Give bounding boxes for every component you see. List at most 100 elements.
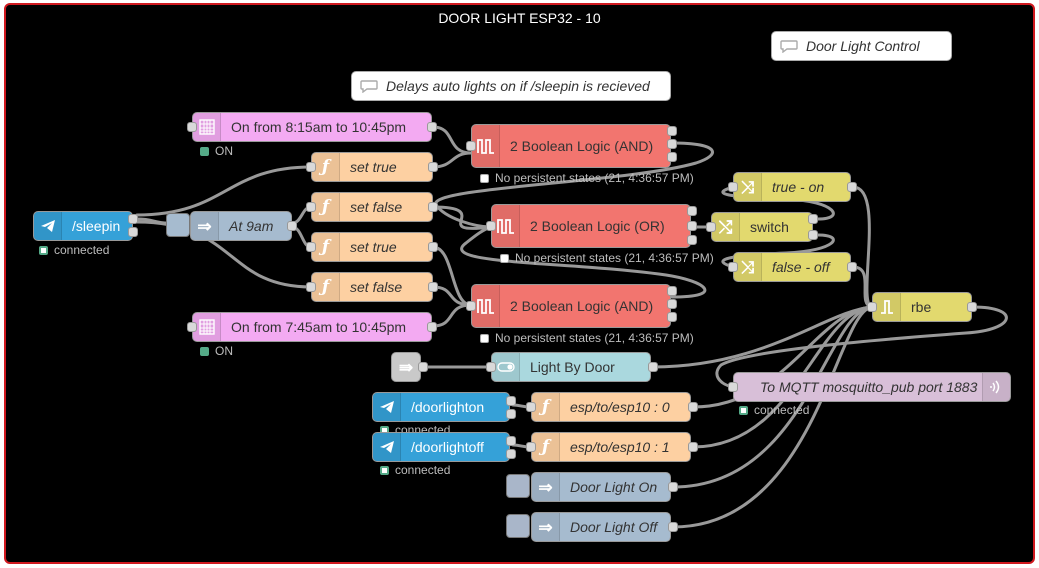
output-port[interactable] — [428, 242, 438, 252]
output-port[interactable] — [847, 262, 857, 272]
inject-node-trigger[interactable]: ⇛ — [391, 352, 421, 382]
wire — [431, 151, 473, 169]
output-port[interactable] — [128, 227, 138, 237]
boolean-logic-or-node[interactable]: 2 Boolean Logic (OR) — [491, 204, 691, 248]
output-port[interactable] — [428, 162, 438, 172]
output-port[interactable] — [687, 221, 697, 231]
output-port[interactable] — [287, 221, 297, 231]
mqtt-out-node[interactable]: To MQTT mosquitto_pub port 1883 — [733, 372, 1011, 402]
output-port[interactable] — [667, 152, 677, 162]
telegram-node-doorlightoff[interactable]: /doorlightoff — [372, 432, 510, 462]
toggle-node-light-by-door[interactable]: Light By Door — [491, 352, 651, 382]
output-port[interactable] — [808, 214, 818, 224]
input-port[interactable] — [728, 382, 738, 392]
function-icon: ƒ — [312, 233, 340, 261]
wire — [851, 185, 874, 309]
output-port[interactable] — [967, 302, 977, 312]
output-port[interactable] — [667, 286, 677, 296]
telegram-node-sleepin[interactable]: /sleepin — [33, 211, 133, 241]
input-port[interactable] — [306, 282, 316, 292]
inject-button[interactable] — [166, 213, 190, 237]
inject-button[interactable] — [506, 474, 530, 498]
output-port[interactable] — [687, 206, 697, 216]
function-node-set-false-2[interactable]: ƒ set false — [311, 272, 433, 302]
output-port[interactable] — [427, 122, 437, 132]
input-port[interactable] — [728, 182, 738, 192]
comment-door-light-control[interactable]: Door Light Control — [771, 31, 952, 61]
inject-button[interactable] — [506, 514, 530, 538]
function-node-esp-1[interactable]: ƒ esp/to/esp10 : 1 — [531, 432, 691, 462]
output-port[interactable] — [667, 299, 677, 309]
input-port[interactable] — [187, 322, 197, 332]
inject-node-door-light-on[interactable]: ⇒ Door Light On — [531, 472, 671, 502]
node-label: /sleepin — [72, 218, 121, 234]
input-port[interactable] — [706, 222, 716, 232]
function-node-set-false-1[interactable]: ƒ set false — [311, 192, 433, 222]
node-label: On from 8:15am to 10:45pm — [231, 119, 407, 135]
comment-delays[interactable]: Delays auto lights on if /sleepin is rec… — [351, 71, 671, 101]
inject-node-door-light-off[interactable]: ⇒ Door Light Off — [531, 512, 671, 542]
output-port[interactable] — [506, 396, 516, 406]
status-text: connected — [754, 403, 810, 417]
input-port[interactable] — [306, 162, 316, 172]
toggle-icon — [492, 353, 520, 381]
function-node-set-true-1[interactable]: ƒ set true — [311, 152, 433, 182]
bigtimer-node-1[interactable]: On from 8:15am to 10:45pm — [192, 112, 432, 142]
node-label: /doorlighton — [411, 399, 485, 415]
input-port[interactable] — [728, 262, 738, 272]
input-port[interactable] — [306, 202, 316, 212]
boolean-logic-and-node-2[interactable]: 2 Boolean Logic (AND) — [471, 284, 671, 328]
comment-icon — [772, 39, 806, 53]
node-status: connected — [739, 403, 809, 417]
input-port[interactable] — [466, 301, 476, 311]
output-port[interactable] — [668, 482, 678, 492]
node-status: No persistent states (21, 4:36:57 PM) — [480, 331, 694, 345]
status-text: ON — [215, 144, 233, 158]
node-label: false - off — [772, 259, 830, 275]
output-port[interactable] — [847, 182, 857, 192]
output-port[interactable] — [506, 409, 516, 419]
input-port[interactable] — [466, 141, 476, 151]
inject-node-at9am[interactable]: ⇒ At 9am — [190, 211, 292, 241]
change-node-true-on[interactable]: ⤨ true - on — [733, 172, 851, 202]
input-port[interactable] — [486, 362, 496, 372]
telegram-node-doorlighton[interactable]: /doorlighton — [372, 392, 510, 422]
input-port[interactable] — [306, 242, 316, 252]
output-port[interactable] — [667, 139, 677, 149]
flow-group[interactable]: DOOR LIGHT ESP32 - 10 Door Light Control… — [4, 3, 1035, 564]
input-port[interactable] — [486, 221, 496, 231]
output-port[interactable] — [418, 362, 428, 372]
input-port[interactable] — [526, 442, 536, 452]
status-text: No persistent states (21, 4:36:57 PM) — [495, 331, 694, 345]
output-port[interactable] — [667, 126, 677, 136]
output-port[interactable] — [128, 214, 138, 224]
output-port[interactable] — [506, 449, 516, 459]
output-port[interactable] — [428, 282, 438, 292]
bigtimer-node-2[interactable]: On from 7:45am to 10:45pm — [192, 312, 432, 342]
output-port[interactable] — [688, 402, 698, 412]
node-label: true - on — [772, 179, 825, 195]
switch-node[interactable]: ⤭ switch — [711, 212, 813, 242]
input-port[interactable] — [187, 122, 197, 132]
node-label: 2 Boolean Logic (OR) — [530, 218, 665, 234]
node-label: set false — [350, 279, 403, 295]
output-port[interactable] — [648, 362, 658, 372]
node-label: esp/to/esp10 : 1 — [570, 439, 670, 455]
output-port[interactable] — [687, 235, 697, 245]
input-port[interactable] — [526, 402, 536, 412]
output-port[interactable] — [668, 522, 678, 532]
output-port[interactable] — [688, 442, 698, 452]
change-node-false-off[interactable]: ⤨ false - off — [733, 252, 851, 282]
boolean-logic-and-node-1[interactable]: 2 Boolean Logic (AND) — [471, 124, 671, 168]
function-node-set-true-2[interactable]: ƒ set true — [311, 232, 433, 262]
rbe-node[interactable]: rbe — [872, 292, 972, 322]
input-port[interactable] — [867, 302, 877, 312]
function-node-esp-0[interactable]: ƒ esp/to/esp10 : 0 — [531, 392, 691, 422]
output-port[interactable] — [667, 312, 677, 322]
output-port[interactable] — [506, 436, 516, 446]
output-port[interactable] — [808, 230, 818, 240]
wire — [135, 217, 170, 225]
group-title: DOOR LIGHT ESP32 - 10 — [438, 10, 601, 26]
output-port[interactable] — [427, 322, 437, 332]
output-port[interactable] — [428, 202, 438, 212]
